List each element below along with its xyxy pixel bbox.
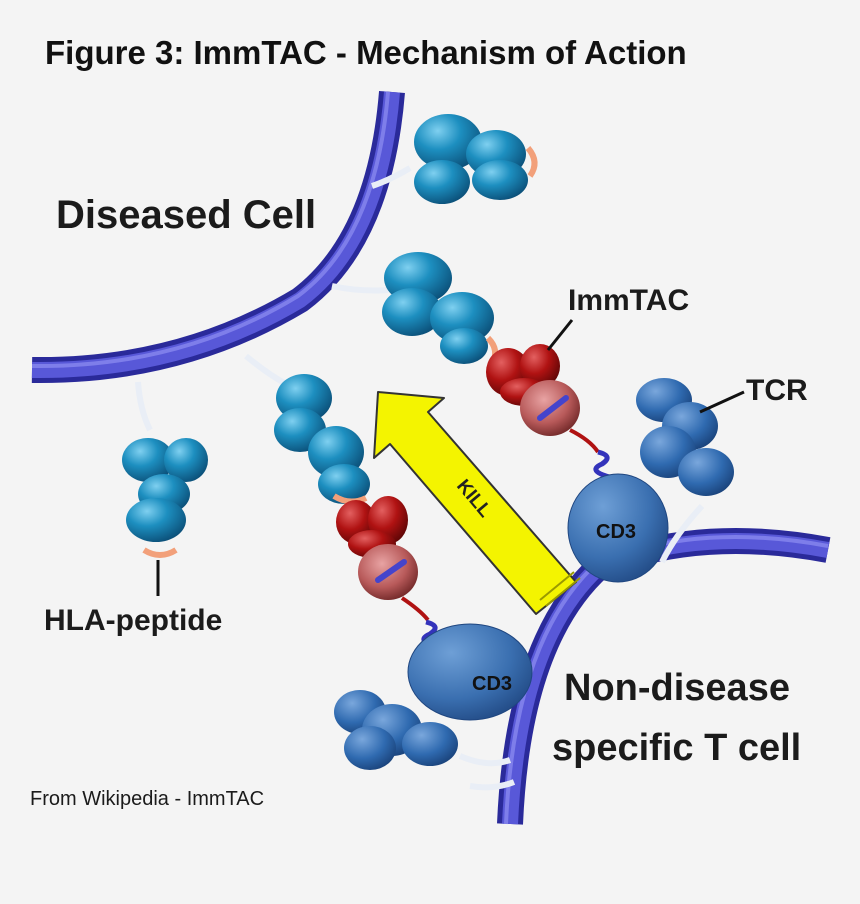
tcr-label: TCR (746, 374, 808, 407)
t-cell-label-line2: specific T cell (552, 727, 801, 769)
cd3-lower (407, 623, 533, 721)
label-pointers (156, 319, 745, 596)
tcr-upper (636, 378, 734, 496)
tcr-lower (334, 690, 458, 770)
hla-peptide-label: HLA-peptide (44, 604, 222, 637)
diseased-cell-label: Diseased Cell (56, 193, 316, 237)
figure-caption: From Wikipedia - ImmTAC (30, 788, 265, 810)
hla-complex-1 (414, 114, 538, 204)
kill-arrow: KILL (373, 391, 581, 615)
hla-complex-4 (122, 438, 208, 558)
hla-complex-3 (274, 374, 370, 505)
cd3-lower-label: CD3 (472, 673, 512, 695)
figure-title: Figure 3: ImmTAC - Mechanism of Action (45, 34, 687, 71)
cd3-upper (567, 473, 669, 583)
immtac-lower (336, 496, 446, 661)
hla-complex-2 (382, 252, 499, 366)
immtac-label: ImmTAC (568, 284, 689, 317)
immtac-upper (486, 344, 618, 491)
cd3-upper-label: CD3 (596, 521, 636, 543)
t-cell-label-line1: Non-disease (564, 667, 790, 709)
